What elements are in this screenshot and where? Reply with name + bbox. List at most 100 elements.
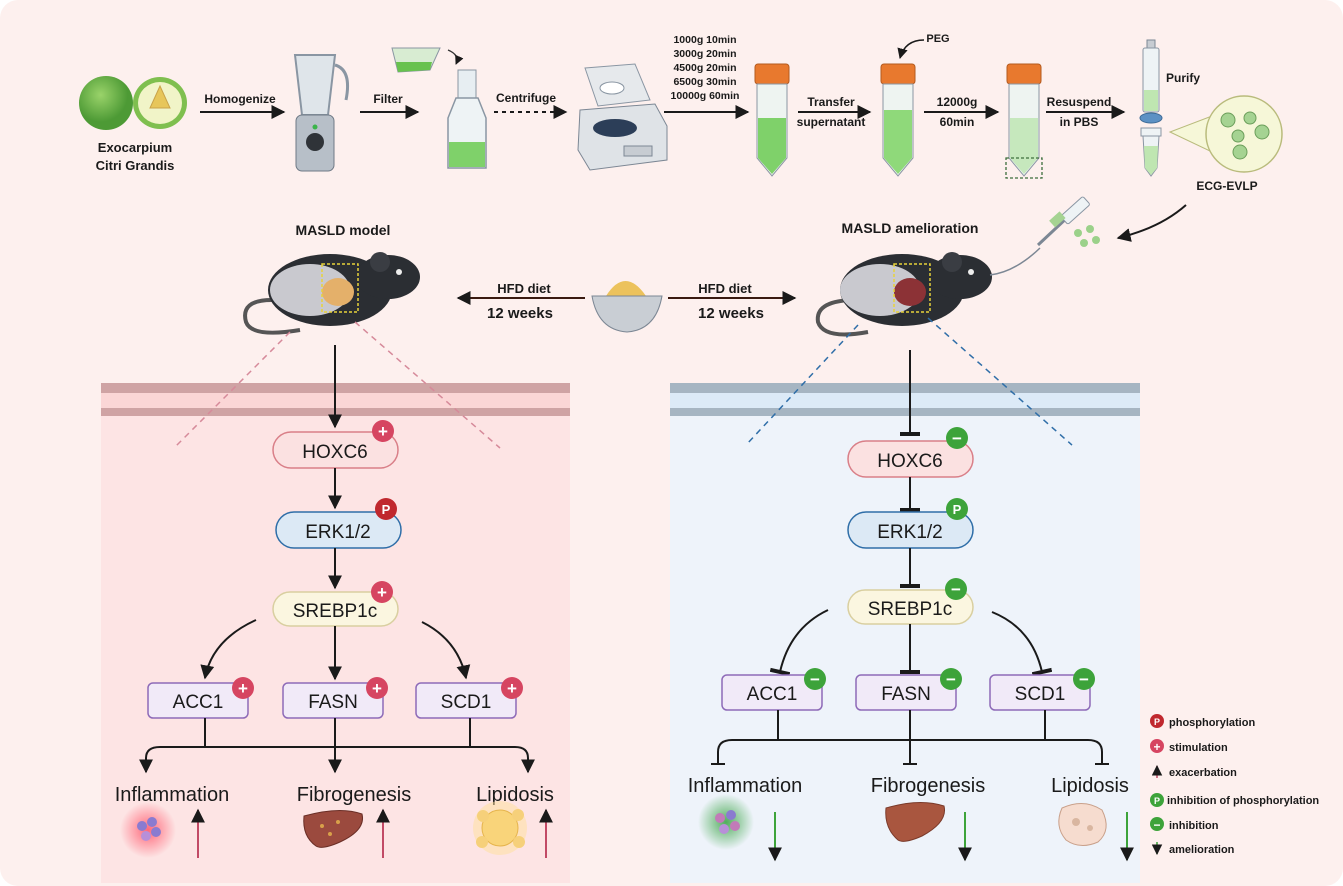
diet-bowl-icon xyxy=(591,281,663,333)
step-transfer-1: Transfer xyxy=(807,95,855,109)
left-lipidosis-label: Lipidosis xyxy=(476,784,554,806)
right-bracket xyxy=(711,710,1109,765)
tube-icon-1 xyxy=(754,63,790,177)
step-filter: Filter xyxy=(373,92,403,106)
left-srebp-label: SREBP1c xyxy=(293,601,377,622)
left-fasn-label: FASN xyxy=(308,692,358,713)
right-fasn-minus-badge xyxy=(940,668,962,690)
left-fasn-plus-badge xyxy=(366,677,388,699)
diet-left-2: 12 weeks xyxy=(487,305,553,322)
right-acc1-label: ACC1 xyxy=(747,684,798,705)
legend-exacerbation: exacerbation xyxy=(1169,767,1237,779)
left-scd1-node xyxy=(415,682,517,719)
left-inflammation-cell-icon xyxy=(120,802,176,858)
right-panel-band-bottom xyxy=(670,408,1140,416)
legend-inhibit-phospho-text: P xyxy=(1154,796,1160,806)
zoom-line-left-a xyxy=(173,331,291,449)
speed-1: 3000g 20min xyxy=(673,48,736,60)
right-lipidosis-label: Lipidosis xyxy=(1051,775,1129,797)
legend-phosphorylation: phosphorylation xyxy=(1169,717,1255,729)
left-erk-phospho-text: P xyxy=(382,502,391,517)
legend-minus-text: − xyxy=(1153,818,1160,832)
step-spin-1: 12000g xyxy=(937,95,978,109)
step-product: ECG-EVLP xyxy=(1196,179,1257,193)
step-purify: Purify xyxy=(1166,71,1200,85)
tube-icon-2 xyxy=(880,63,916,177)
right-panel-band-mid xyxy=(670,393,1140,408)
left-acc1-node xyxy=(147,682,249,719)
left-bracket xyxy=(145,718,529,770)
left-hoxc6-plus-text: + xyxy=(378,422,388,441)
left-acc1-plus-badge xyxy=(232,677,254,699)
left-fat-cell-icon xyxy=(473,801,527,855)
right-fibrogenesis-label: Fibrogenesis xyxy=(871,775,986,797)
diet-right-2: 12 weeks xyxy=(698,305,764,322)
right-inhibit-srebp-acc1 xyxy=(769,609,829,677)
right-mouse-icon xyxy=(815,247,1041,337)
zoom-line-right-a xyxy=(745,324,859,446)
legend-plus-badge xyxy=(1150,739,1164,753)
right-erk-phospho-text: P xyxy=(953,502,962,517)
left-scd1-plus-badge xyxy=(501,677,523,699)
left-model-title: MASLD model xyxy=(296,222,391,238)
right-model-title: MASLD amelioration xyxy=(842,220,979,236)
syringe-filter-icon xyxy=(1139,39,1163,177)
legend-minus-badge xyxy=(1150,817,1164,831)
left-erk-label: ERK1/2 xyxy=(305,522,370,543)
source-line2: Citri Grandis xyxy=(96,158,175,173)
speed-3: 6500g 30min xyxy=(673,76,736,88)
step-resuspend-2: in PBS xyxy=(1060,115,1099,129)
right-fasn-node xyxy=(855,674,957,711)
right-scd1-node xyxy=(989,674,1091,711)
right-fat-cell-icon xyxy=(1058,803,1107,846)
right-acc1-node xyxy=(721,674,823,711)
left-erk-phospho-badge xyxy=(375,498,397,520)
step-homogenize: Homogenize xyxy=(204,92,276,106)
right-fasn-minus-text: − xyxy=(946,670,956,689)
source-line1: Exocarpium xyxy=(98,140,172,155)
right-fasn-label: FASN xyxy=(881,684,931,705)
legend-amelioration: amelioration xyxy=(1169,844,1235,856)
step-resuspend-1: Resuspend xyxy=(1047,95,1112,109)
left-liver-icon xyxy=(303,810,364,848)
left-scd1-plus-text: + xyxy=(507,679,517,698)
left-fasn-node xyxy=(282,682,384,719)
step-spin-2: 60min xyxy=(940,115,975,129)
legend-phospho-badge xyxy=(1150,714,1164,728)
left-erk-node xyxy=(275,511,402,549)
right-scd1-minus-badge xyxy=(1073,668,1095,690)
left-fasn-plus-text: + xyxy=(372,679,382,698)
legend-stimulation: stimulation xyxy=(1169,742,1228,754)
left-arrow-srebp-acc1 xyxy=(200,619,257,680)
right-srebp-minus-badge xyxy=(945,578,967,600)
syringe-icon xyxy=(1036,196,1100,247)
right-inflammation-label: Inflammation xyxy=(688,775,803,797)
step-transfer-2: supernatant xyxy=(797,115,866,129)
right-inflammation-cell-icon xyxy=(698,794,754,850)
right-acc1-minus-badge xyxy=(804,668,826,690)
left-hoxc6-plus-badge xyxy=(372,420,394,442)
legend-inhibition: inhibition xyxy=(1169,820,1219,832)
left-mouse-icon xyxy=(243,252,420,335)
centrifuge-icon xyxy=(577,63,668,171)
legend-inhibition-phospho: inhibition of phosphorylation xyxy=(1167,795,1319,807)
right-hoxc6-label: HOXC6 xyxy=(877,451,942,472)
legend: P phosphorylation + stimulation exacerba… xyxy=(1150,714,1319,856)
left-arrow-srebp-scd1 xyxy=(421,621,471,680)
tube-icon-3 xyxy=(1005,63,1043,179)
right-hoxc6-minus-badge xyxy=(946,427,968,449)
arrow-peg xyxy=(897,39,925,60)
right-srebp-minus-text: − xyxy=(951,580,961,599)
blender-icon xyxy=(293,54,350,172)
diet-left-1: HFD diet xyxy=(497,281,551,296)
right-hoxc6-minus-text: − xyxy=(952,429,962,448)
source-fruit xyxy=(79,76,187,130)
left-acc1-label: ACC1 xyxy=(173,692,224,713)
right-scd1-label: SCD1 xyxy=(1015,684,1066,705)
left-inflammation-label: Inflammation xyxy=(115,784,230,806)
right-scd1-minus-text: − xyxy=(1079,670,1089,689)
left-srebp-plus-text: + xyxy=(377,583,387,602)
legend-inhibit-phospho-badge xyxy=(1150,793,1164,807)
arrow-injection xyxy=(1116,204,1187,242)
